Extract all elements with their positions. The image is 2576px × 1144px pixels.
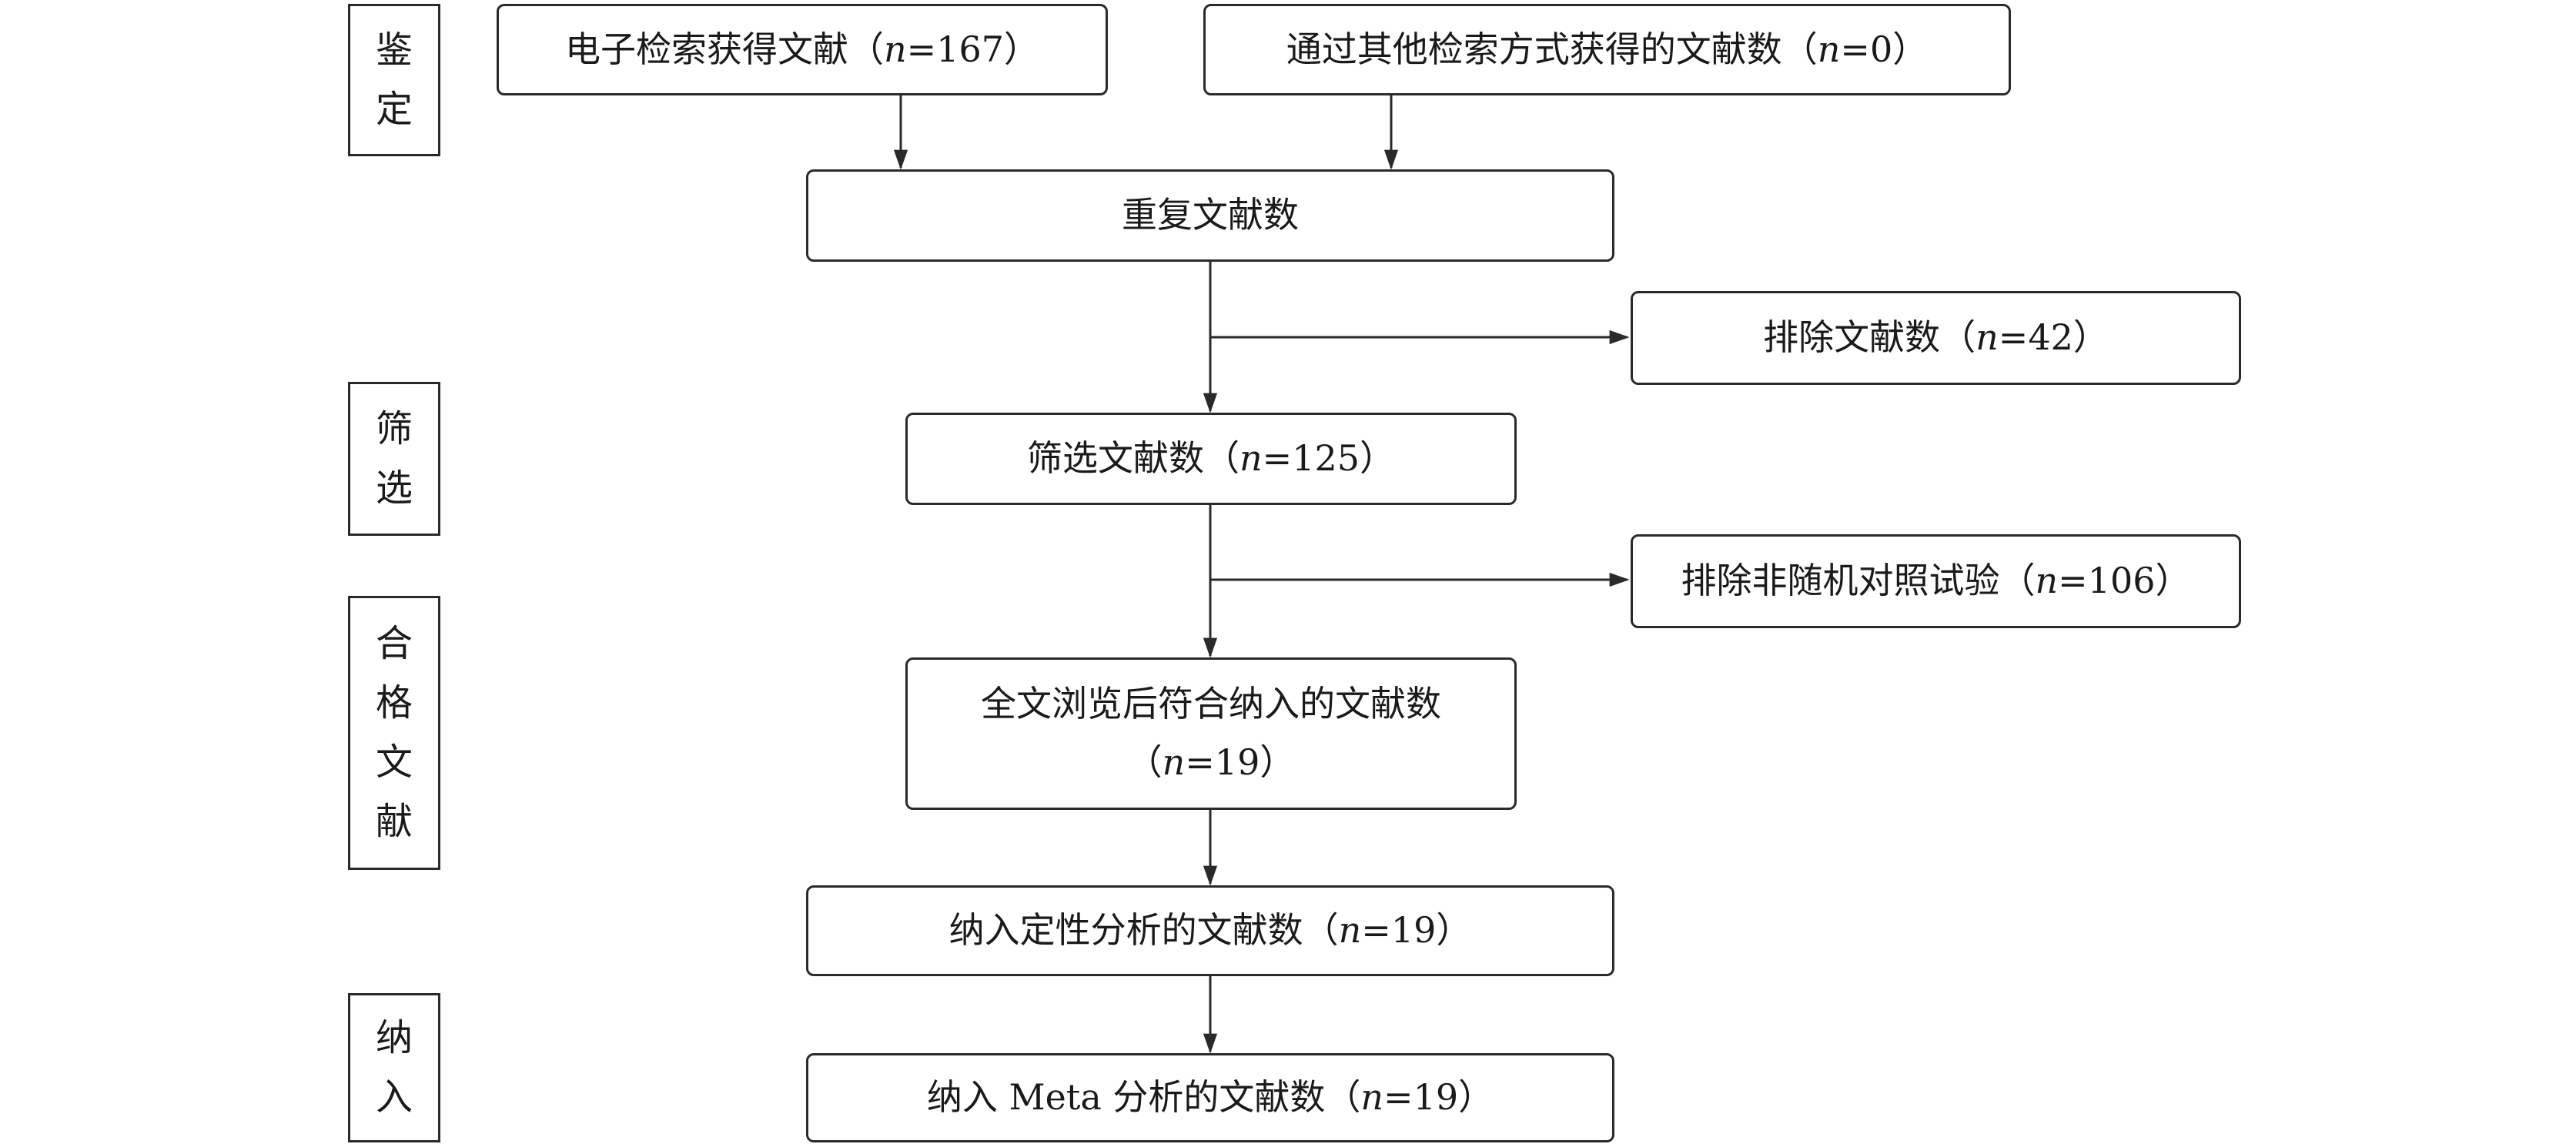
stage-char: 选 [375, 467, 413, 510]
paren-close: ） [1260, 741, 1296, 783]
box-label: 排除非随机对照试验 [1681, 560, 2000, 602]
paren-open: （ [1940, 316, 1976, 359]
stage-char: 纳 [375, 1016, 413, 1060]
stage-included: 纳 入 [348, 993, 440, 1142]
stage-char: 筛 [375, 407, 413, 451]
paren-close: ） [1360, 437, 1395, 480]
stage-char: 合 [375, 622, 413, 666]
stage-char: 入 [375, 1075, 413, 1119]
box-excluded-1: 排除文献数（n=42） [1631, 291, 2241, 385]
box-label: 重复文献数 [1122, 194, 1299, 236]
n-symbol: n [2035, 560, 2059, 602]
n-symbol: n [1975, 316, 1999, 359]
box-duplicates: 重复文献数 [806, 169, 1614, 262]
count-value: 19 [1413, 1076, 1459, 1119]
box-excluded-2: 排除非随机对照试验（n=106） [1631, 534, 2241, 628]
equals-sign: = [1361, 909, 1391, 952]
paren-close: ） [2073, 316, 2109, 359]
box-text: 筛选文献数（n=125） [1027, 430, 1395, 488]
paren-close: ） [1458, 1076, 1494, 1119]
stage-char: 格 [375, 681, 413, 725]
box-label: 纳入定性分析的文献数 [948, 909, 1303, 952]
box-text: 电子检索获得文献（n=167） [565, 21, 1039, 79]
box-label: 电子检索获得文献 [565, 28, 848, 70]
equals-sign: = [1840, 28, 1870, 70]
box-electronic-search: 电子检索获得文献（n=167） [497, 4, 1108, 95]
n-symbol: n [1239, 437, 1263, 480]
box-text: 通过其他检索方式获得的文献数（n=0） [1286, 21, 1928, 79]
equals-sign: = [2058, 560, 2088, 602]
box-qualitative: 纳入定性分析的文献数（n=19） [806, 885, 1614, 976]
box-label: 纳入 Meta 分析的文献数 [926, 1076, 1326, 1119]
paren-open: （ [1204, 437, 1239, 480]
n-symbol: n [1817, 28, 1841, 70]
box-meta: 纳入 Meta 分析的文献数（n=19） [806, 1053, 1614, 1142]
paren-close: ） [1892, 28, 1929, 70]
stage-char: 鉴 [375, 28, 413, 72]
paren-open: （ [1781, 28, 1818, 70]
equals-sign: = [1262, 437, 1293, 480]
stage-identification: 鉴 定 [348, 4, 440, 156]
count-value: 125 [1292, 437, 1360, 480]
equals-sign: = [1998, 316, 2029, 359]
paren-close: ） [1436, 909, 1472, 952]
n-symbol: n [1360, 1076, 1384, 1119]
paren-open: （ [1999, 560, 2036, 602]
count-value: 19 [1214, 741, 1260, 783]
box-text: 纳入定性分析的文献数（n=19） [949, 901, 1472, 960]
box-label: 筛选文献数 [1027, 437, 1204, 480]
count-value: 167 [936, 28, 1004, 70]
box-text: 纳入 Meta 分析的文献数（n=19） [927, 1069, 1494, 1127]
count-value: 0 [1869, 28, 1893, 70]
box-text: 排除文献数（n=42） [1763, 309, 2109, 367]
equals-sign: = [1185, 741, 1215, 783]
paren-close: ） [2155, 560, 2191, 602]
paren-open: （ [1303, 909, 1339, 952]
paren-close: ） [1004, 28, 1039, 70]
box-label: 全文浏览后符合纳入的文献数 [981, 683, 1441, 725]
box-text: 排除非随机对照试验（n=106） [1681, 552, 2191, 610]
stage-char: 定 [375, 88, 413, 131]
stage-char: 文 [375, 741, 413, 784]
n-symbol: n [1162, 741, 1186, 783]
count-value: 19 [1390, 909, 1437, 952]
box-other-search: 通过其他检索方式获得的文献数（n=0） [1203, 4, 2011, 95]
n-symbol: n [1338, 909, 1362, 952]
paren-open: （ [1126, 741, 1163, 783]
equals-sign: = [906, 28, 937, 70]
box-label: 排除文献数 [1763, 316, 1941, 359]
box-full-text: 全文浏览后符合纳入的文献数 （n=19） [905, 657, 1517, 810]
paren-open: （ [848, 28, 884, 70]
stage-char: 献 [375, 799, 413, 843]
box-text: 全文浏览后符合纳入的文献数 （n=19） [962, 675, 1460, 792]
count-value: 42 [2028, 316, 2073, 359]
count-value: 106 [2087, 560, 2156, 602]
paren-open: （ [1325, 1076, 1361, 1119]
stage-screening: 筛 选 [348, 382, 440, 536]
equals-sign: = [1383, 1076, 1413, 1119]
stage-eligibility: 合 格 文 献 [348, 596, 440, 870]
n-symbol: n [884, 28, 907, 70]
box-label: 通过其他检索方式获得的文献数 [1286, 28, 1782, 70]
box-screened: 筛选文献数（n=125） [905, 413, 1517, 505]
